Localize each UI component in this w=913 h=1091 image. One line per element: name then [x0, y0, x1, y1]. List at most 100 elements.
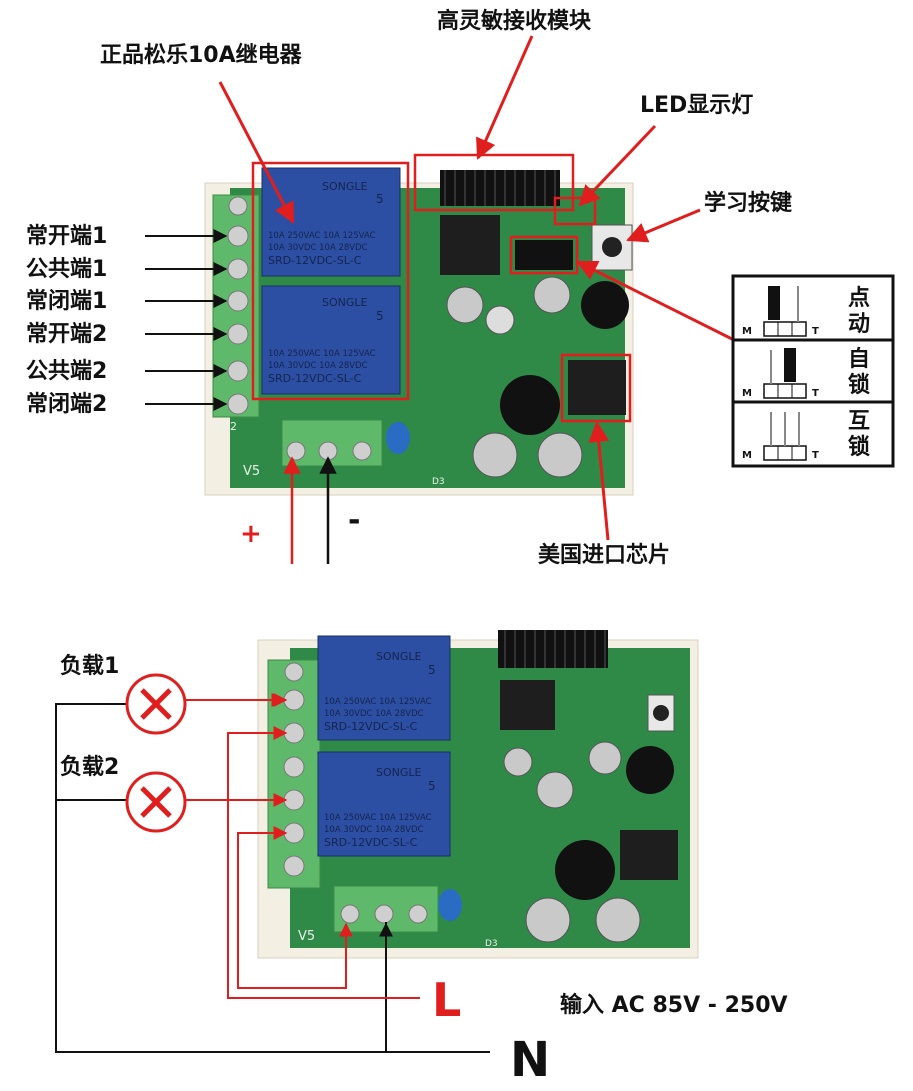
mode-momentary-line2: 动	[848, 312, 870, 337]
relay-1: SONGLE 10A 250VAC 10A 125VAC 10A 30VDC 1…	[261, 167, 401, 277]
x-capacitor	[438, 889, 462, 921]
ic-decoder	[500, 680, 555, 730]
d3-label: D3	[432, 477, 445, 487]
learn-button-label: 学习按键	[704, 190, 792, 216]
inductor	[500, 375, 560, 435]
terminal-label-no2: 常开端2	[26, 321, 107, 347]
terminal-label-nc1: 常闭端1	[26, 288, 107, 314]
learn-button-cap	[653, 705, 669, 721]
svg-text:10A 250VAC 10A 125VAC: 10A 250VAC 10A 125VAC	[268, 349, 376, 359]
capacitor	[588, 741, 622, 775]
terminal-arrows	[145, 229, 228, 411]
chip	[568, 360, 626, 415]
relay-label: 正品松乐10A继电器	[100, 42, 303, 68]
load1-symbol	[125, 673, 187, 735]
capacitor	[533, 276, 571, 314]
receiver-coil	[498, 630, 608, 668]
inductor	[626, 746, 674, 794]
relay-highlight-box	[251, 161, 410, 401]
svg-text:5: 5	[376, 309, 384, 323]
live-label: L	[432, 973, 461, 1027]
chip-arrow	[588, 420, 610, 541]
svg-text:SONGLE: SONGLE	[376, 650, 422, 663]
learn-button-arrow	[626, 208, 701, 243]
neutral-label: N	[510, 1032, 550, 1088]
led-label: LED显示灯	[640, 93, 753, 118]
svg-text:10A 30VDC 10A 28VDC: 10A 30VDC 10A 28VDC	[268, 243, 368, 253]
terminal-label-com2: 公共端2	[26, 359, 107, 384]
svg-text:10A 250VAC 10A 125VAC: 10A 250VAC 10A 125VAC	[324, 813, 432, 823]
jumper-arrow	[576, 260, 741, 345]
jumper-highlight-box	[509, 235, 579, 275]
chip	[620, 830, 678, 880]
capacitor	[485, 305, 515, 335]
terminal-label-nc2: 常闭端2	[26, 391, 107, 417]
capacitor	[472, 432, 518, 478]
chip-label: 美国进口芯片	[538, 542, 670, 568]
plus-sign: +	[240, 519, 262, 549]
terminal-label-com1: 公共端1	[26, 257, 107, 282]
receiver-coil	[440, 170, 560, 206]
receiver-arrow	[476, 35, 534, 160]
mode-latching-line1: 自	[848, 346, 870, 372]
relay-1: SONGLE 10A 250VAC 10A 125VAC 10A 30VDC 1…	[317, 635, 451, 741]
input-voltage-label: 输入 AC 85V - 250V	[560, 992, 788, 1018]
svg-text:T: T	[812, 388, 819, 399]
svg-text:SRD-12VDC-SL-C: SRD-12VDC-SL-C	[324, 720, 418, 733]
svg-text:T: T	[812, 326, 819, 337]
svg-text:10A 250VAC 10A 125VAC: 10A 250VAC 10A 125VAC	[268, 231, 376, 241]
svg-text:SRD-12VDC-SL-C: SRD-12VDC-SL-C	[268, 372, 362, 385]
v5-label: V5	[298, 929, 315, 944]
mode-row-momentary: M T 点 动	[742, 285, 870, 337]
svg-text:5: 5	[428, 779, 436, 793]
capacitor	[536, 771, 574, 809]
left-terminal-block	[267, 659, 321, 889]
inductor	[555, 840, 615, 900]
load2-label: 负载2	[60, 754, 119, 780]
load1-label: 负载1	[60, 653, 119, 679]
receiver-label: 高灵敏接收模块	[437, 8, 592, 34]
capacitor	[595, 897, 641, 943]
mode-row-interlock: M T 互 锁	[742, 409, 870, 461]
svg-text:M: M	[742, 326, 752, 337]
mode-latching-line2: 锁	[848, 372, 870, 398]
led-highlight-box	[553, 196, 597, 226]
svg-text:5: 5	[428, 663, 436, 677]
svg-text:SRD-12VDC-SL-C: SRD-12VDC-SL-C	[324, 836, 418, 849]
left-terminal-block	[212, 194, 260, 418]
svg-text:10A 30VDC 10A 28VDC: 10A 30VDC 10A 28VDC	[324, 825, 424, 835]
mode-table: M T 点 动 M T 自 锁 M T 互 锁	[731, 274, 895, 468]
live-wiring	[186, 699, 420, 999]
jumper	[515, 240, 573, 270]
v5-label: V5	[243, 464, 260, 479]
mode-interlock-line2: 锁	[848, 434, 870, 460]
load2-symbol	[125, 771, 187, 833]
learn-button-cap	[602, 237, 622, 257]
svg-text:10A 250VAC 10A 125VAC: 10A 250VAC 10A 125VAC	[324, 697, 432, 707]
svg-text:5: 5	[376, 192, 384, 206]
ch2-label: CH2	[214, 420, 237, 433]
mode-interlock-line1: 互	[848, 409, 870, 434]
power-terminal	[281, 419, 383, 467]
svg-text:M: M	[742, 450, 752, 461]
svg-text:SONGLE: SONGLE	[376, 766, 422, 779]
ch2-label: CH2	[268, 888, 291, 901]
top-board: CH2 SONGLE 10A 250VAC 10A 125VAC 10A 30V…	[204, 153, 634, 496]
bottom-board: CH2 SONGLE 10A 250VAC 10A 125VAC 10A 30V…	[257, 630, 699, 959]
inductor	[581, 281, 629, 329]
capacitor	[446, 286, 484, 324]
capacitor	[503, 747, 533, 777]
minus-sign: -	[348, 503, 360, 538]
relay-2: SONGLE 10A 250VAC 10A 125VAC 10A 30VDC 1…	[261, 285, 401, 395]
led-arrow	[578, 124, 657, 207]
svg-text:10A 30VDC 10A 28VDC: 10A 30VDC 10A 28VDC	[324, 709, 424, 719]
d3-label: D3	[485, 939, 498, 949]
svg-text:T: T	[812, 450, 819, 461]
mode-momentary-line1: 点	[848, 285, 870, 311]
svg-text:M: M	[742, 388, 752, 399]
svg-text:10A 30VDC 10A 28VDC: 10A 30VDC 10A 28VDC	[268, 361, 368, 371]
ic-decoder	[440, 215, 500, 275]
relay-2: SONGLE 10A 250VAC 10A 125VAC 10A 30VDC 1…	[317, 751, 451, 857]
svg-text:SONGLE: SONGLE	[322, 296, 368, 309]
